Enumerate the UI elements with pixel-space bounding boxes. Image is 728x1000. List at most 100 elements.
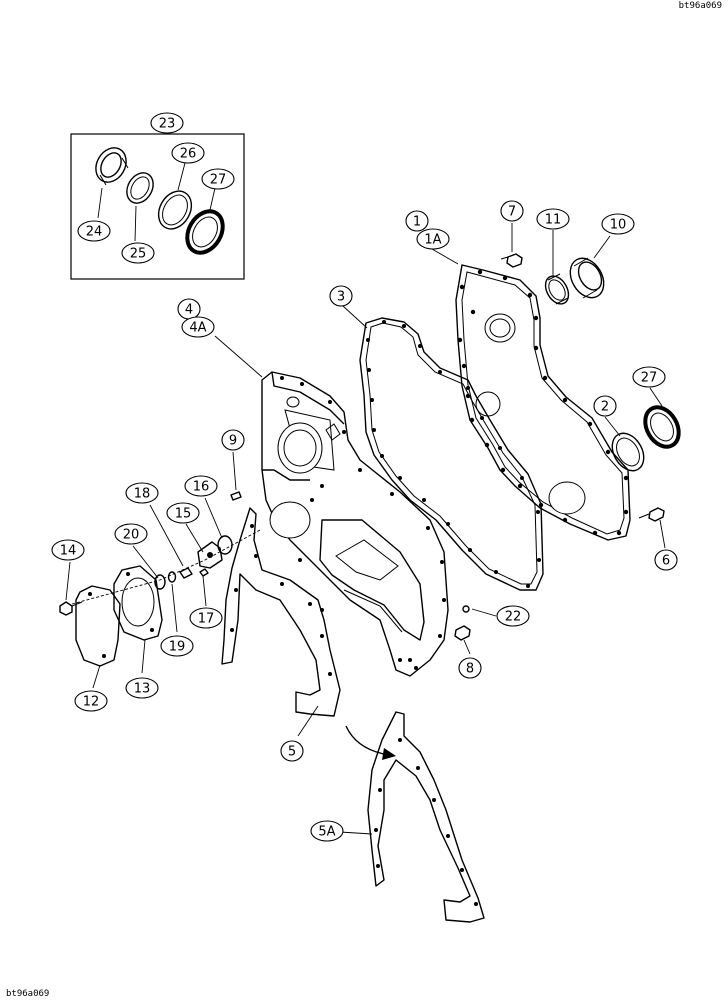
callout-bubble — [74, 690, 108, 712]
callout-9: 9 — [221, 429, 245, 451]
bolt-7 — [500, 253, 523, 268]
gasket-13 — [113, 565, 163, 641]
seal-ring-24 — [95, 147, 129, 186]
callout-2: 2 — [593, 395, 617, 417]
callout-text: 13 — [134, 682, 151, 697]
cover-plate-12 — [75, 585, 121, 667]
callout-text: 11 — [545, 213, 562, 228]
callout-text: 2 — [601, 400, 609, 415]
callout-bubble — [166, 502, 200, 524]
gasket-3 — [359, 317, 544, 591]
front-cover-gasket-1 — [455, 264, 631, 541]
callout-text: 8 — [466, 662, 474, 677]
callout-18: 18 — [125, 482, 159, 504]
callout-text: 7 — [508, 205, 516, 220]
seal-kit-box — [70, 131, 245, 280]
callout-text: 12 — [83, 695, 100, 710]
callout-bubble — [416, 228, 450, 250]
callout-text: 10 — [610, 218, 627, 233]
gasket-5 — [221, 507, 341, 717]
callout-bubble — [458, 657, 482, 679]
callout-22: 22 — [496, 605, 530, 627]
callout-bubble — [125, 482, 159, 504]
oil-seal-2 — [611, 432, 645, 472]
callout-text: 4A — [189, 321, 206, 336]
bolt-6 — [638, 507, 665, 522]
wear-sleeve-25 — [126, 172, 154, 204]
callout-bubble — [405, 210, 429, 232]
callout-text: 1 — [413, 215, 421, 230]
callout-10: 10 — [601, 213, 635, 235]
plug-18 — [179, 567, 193, 579]
callout-text: 18 — [134, 487, 151, 502]
callout-13: 13 — [125, 677, 159, 699]
callout-text: 5 — [288, 745, 296, 760]
callout-text: 9 — [229, 434, 237, 449]
callout-text: 24 — [86, 225, 103, 240]
callout-8: 8 — [458, 657, 482, 679]
reference-code-bottom: bt96a069 — [6, 989, 49, 999]
bolt-8 — [454, 625, 471, 641]
callout-6: 6 — [654, 549, 678, 571]
leader-lines — [65, 162, 666, 835]
callout-text: 23 — [159, 117, 176, 132]
callout-27a: 27 — [201, 168, 235, 190]
callout-text: 25 — [130, 247, 147, 262]
callout-text: 3 — [337, 290, 345, 305]
callout-bubble — [51, 539, 85, 561]
callout-bubble — [114, 523, 148, 545]
callout-bubble — [221, 429, 245, 451]
callout-bubble — [593, 395, 617, 417]
plug-22 — [462, 605, 470, 613]
callout-bubble — [601, 213, 635, 235]
callout-bubble — [632, 366, 666, 388]
callout-bubble — [201, 168, 235, 190]
callout-bubble — [125, 677, 159, 699]
wear-sleeve-11 — [544, 273, 570, 305]
callout-bubble — [500, 200, 524, 222]
oil-seal-27 — [643, 405, 681, 449]
callout-text: 5A — [318, 825, 335, 840]
gasket-5a — [367, 711, 485, 923]
callout-bubble — [280, 740, 304, 762]
callout-text: 27 — [210, 173, 227, 188]
callout-26: 26 — [171, 142, 205, 164]
callout-5: 5 — [280, 740, 304, 762]
callout-text: 6 — [662, 554, 670, 569]
callout-text: 1A — [424, 233, 441, 248]
washer-19 — [167, 571, 177, 583]
callout-11: 11 — [536, 208, 570, 230]
callout-bubble — [329, 285, 353, 307]
callout-text: 15 — [175, 507, 192, 522]
callout-bubble — [150, 112, 184, 134]
callout-bubble — [77, 220, 111, 242]
screw-17 — [199, 568, 209, 577]
callout-text: 20 — [123, 528, 140, 543]
bolt-14 — [59, 601, 83, 616]
callout-bubble — [189, 607, 223, 629]
front-seal-10 — [569, 257, 605, 299]
callout-4: 4 — [177, 298, 201, 320]
reference-code-top: bt96a069 — [679, 1, 722, 11]
callout-bubble — [496, 605, 530, 627]
callout-bubble — [184, 475, 218, 497]
oil-seal-27-kit — [185, 209, 225, 255]
callout-bubble — [536, 208, 570, 230]
callout-1a: 1A — [416, 228, 450, 250]
gear-housing-4 — [261, 371, 449, 677]
callout-bubble — [181, 316, 215, 338]
callout-bubble — [654, 549, 678, 571]
callout-27b: 27 — [632, 366, 666, 388]
callout-12: 12 — [74, 690, 108, 712]
seal-ring-26 — [157, 190, 193, 230]
callout-text: 16 — [193, 480, 210, 495]
callout-bubble — [310, 820, 344, 842]
callout-bubble — [171, 142, 205, 164]
callout-text: 17 — [198, 612, 215, 627]
alignment-line — [71, 529, 261, 605]
o-ring-20 — [154, 574, 166, 590]
callout-17: 17 — [189, 607, 223, 629]
callout-text: 4 — [185, 303, 193, 318]
callout-3: 3 — [329, 285, 353, 307]
